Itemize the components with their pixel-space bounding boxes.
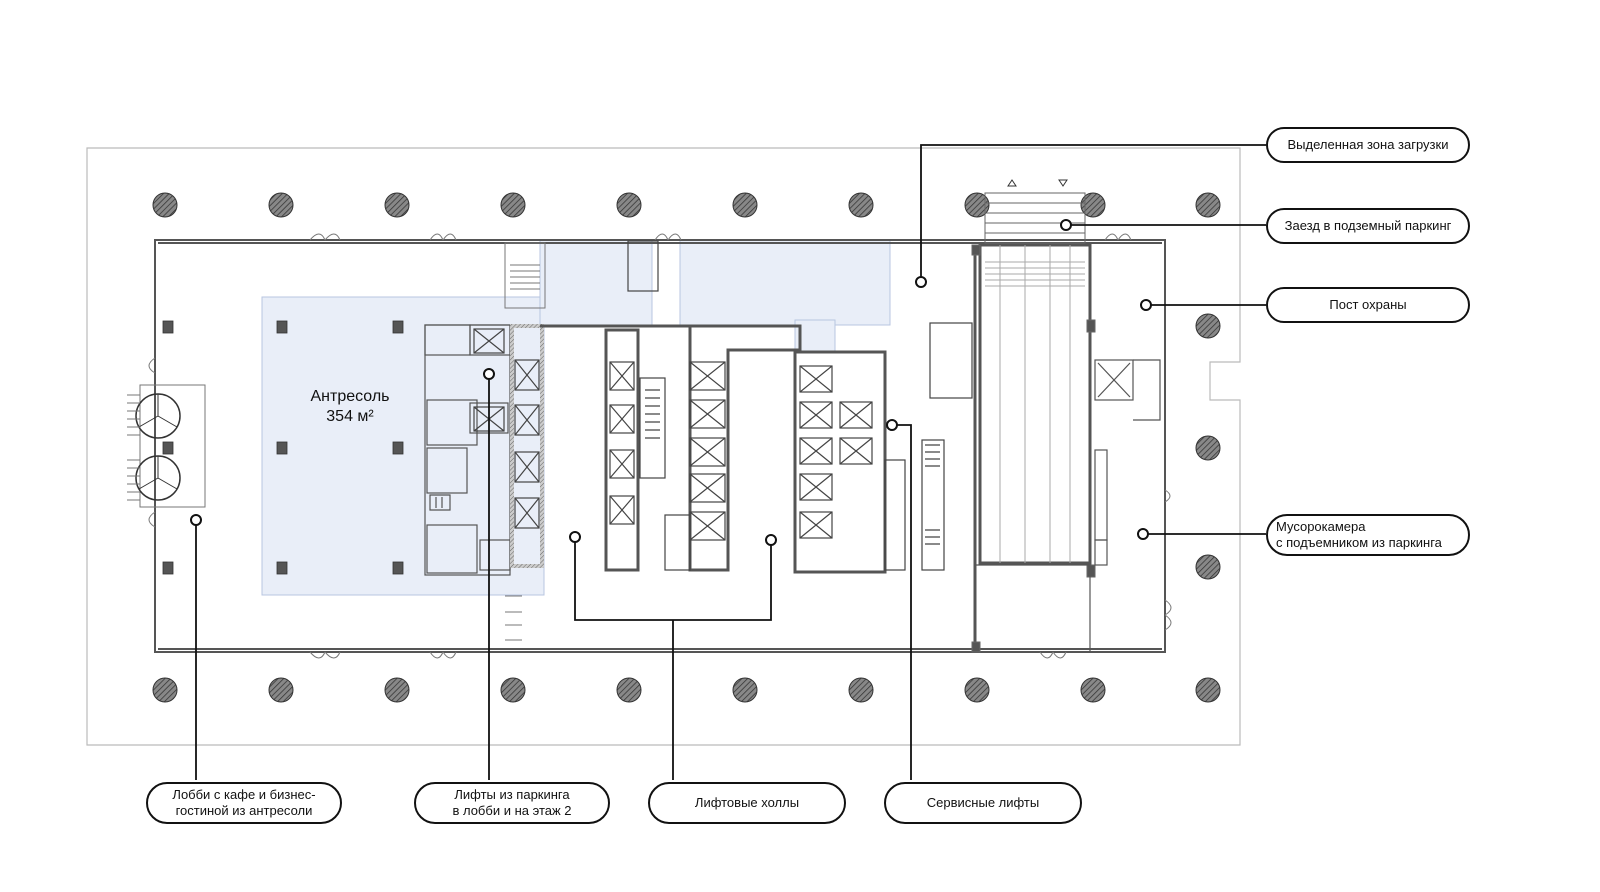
- mezzanine-area-value: 354 м²: [326, 408, 374, 425]
- garbage-room-marker: [1137, 528, 1149, 540]
- right-rooms: [975, 359, 1161, 652]
- callout-lift-halls: Лифтовые холлы: [648, 782, 846, 824]
- blue-zone-2: [679, 239, 891, 326]
- leader-dots: [190, 219, 1152, 546]
- site-outline: [86, 147, 1241, 746]
- bike-racks: [505, 595, 522, 641]
- callout-security-post: Пост охраны: [1266, 287, 1470, 323]
- callout-garbage-room: Мусорокамера с подъемником из паркинга: [1266, 514, 1470, 556]
- lobby-marker: [190, 514, 202, 526]
- callout-loading-zone: Выделенная зона загрузки: [1266, 127, 1470, 163]
- mezzanine-name: Антресоль: [310, 388, 390, 405]
- entrance-canopy: [127, 384, 206, 508]
- parking-entry-marker: [1060, 219, 1072, 231]
- parking-lifts-marker: [483, 368, 495, 380]
- callout-service-lifts: Сервисные лифты: [884, 782, 1082, 824]
- parking-ramp: [971, 179, 1096, 653]
- callout-parking-entry: Заезд в подземный паркинг: [1266, 208, 1470, 244]
- lift-hall-marker-2: [765, 534, 777, 546]
- security-post-marker: [1140, 299, 1152, 311]
- interior-columns: [162, 320, 404, 575]
- columns-right: [1195, 313, 1221, 580]
- leader-lines: [195, 144, 1266, 780]
- service-lift-block: [793, 322, 973, 574]
- callout-lobby: Лобби с кафе и бизнес- гостиной из антре…: [146, 782, 342, 824]
- central-core: [540, 240, 802, 572]
- door-swings: [148, 233, 1172, 659]
- lift-bank-1: [510, 324, 544, 568]
- callout-parking-lifts: Лифты из паркинга в лобби и на этаж 2: [414, 782, 610, 824]
- columns-bottom: [152, 677, 1221, 703]
- lift-hall-marker-1: [569, 531, 581, 543]
- mezzanine-label: Антресоль 354 м²: [298, 387, 402, 427]
- blue-zone-1: [539, 239, 653, 326]
- loading-zone-marker: [915, 276, 927, 288]
- stair-top-left: [504, 242, 546, 309]
- columns-top: [152, 192, 1221, 218]
- service-lifts-marker: [886, 419, 898, 431]
